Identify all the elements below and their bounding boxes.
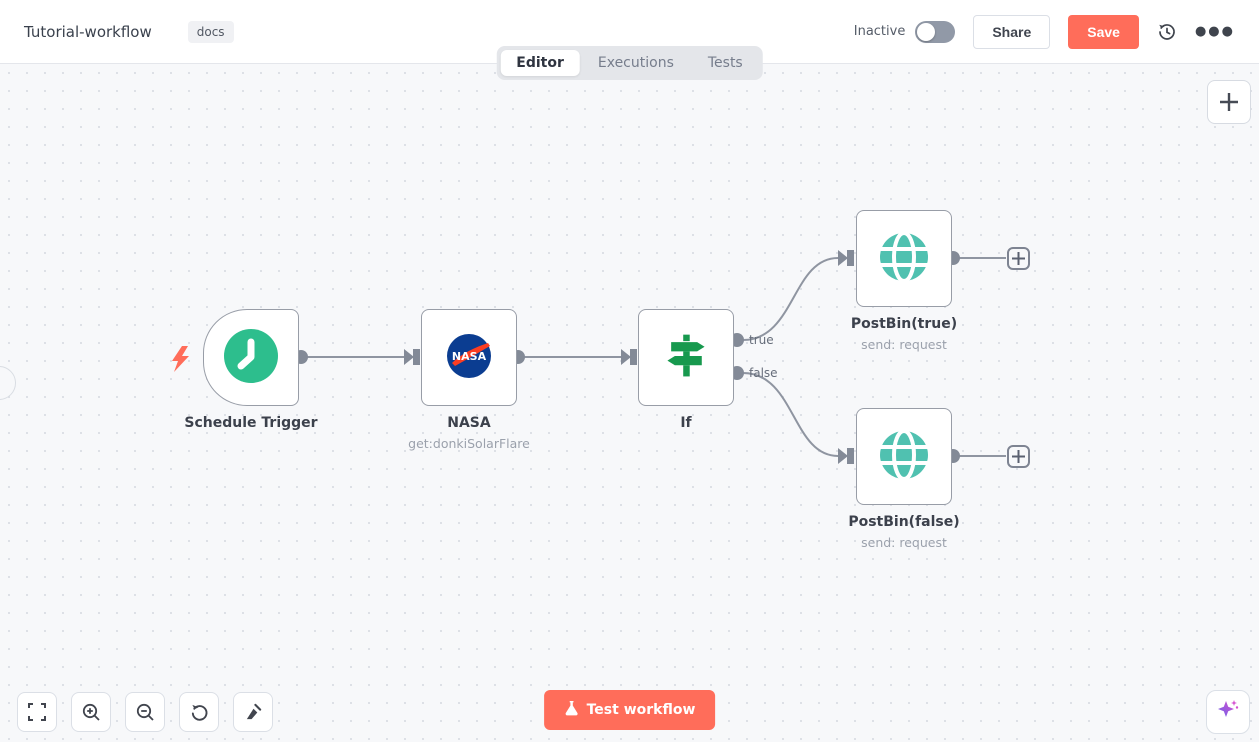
workflow-title[interactable]: Tutorial-workflow: [24, 22, 152, 41]
zoom-to-fit-button[interactable]: [17, 692, 57, 732]
node-postbin-false[interactable]: PostBin(false) send: request: [848, 408, 960, 550]
flask-icon: [564, 700, 579, 720]
schedule-clock-icon: [223, 328, 279, 388]
connection-lines: [172, 250, 1006, 464]
node-postbin-true[interactable]: PostBin(true) send: request: [851, 210, 957, 352]
active-toggle[interactable]: [915, 20, 956, 43]
svg-text:NASA: NASA: [452, 350, 487, 363]
node-subtitle: send: request: [861, 535, 947, 550]
workflow-status-label: Inactive: [853, 24, 906, 39]
canvas-controls: [17, 692, 273, 732]
nasa-logo-icon: NASA: [446, 333, 492, 383]
workflow-history-icon[interactable]: [1157, 22, 1177, 42]
tidy-up-button[interactable]: [233, 692, 273, 732]
zoom-in-button[interactable]: [71, 692, 111, 732]
toggle-knob: [917, 22, 936, 41]
trigger-bolt-icon: [172, 346, 189, 372]
left-panel-handle[interactable]: [0, 366, 16, 400]
more-options-menu-icon[interactable]: ●●●: [1194, 24, 1235, 39]
add-node-after-postbin-true-button[interactable]: [1007, 247, 1030, 270]
save-button[interactable]: Save: [1068, 14, 1139, 49]
if-output-true-label: true: [749, 333, 774, 347]
view-tabs: Editor Executions Tests: [496, 46, 763, 80]
node-schedule-trigger[interactable]: Schedule Trigger: [184, 309, 318, 431]
if-signpost-icon: [660, 330, 712, 386]
tab-editor[interactable]: Editor: [500, 50, 580, 76]
tab-executions[interactable]: Executions: [597, 55, 674, 71]
sparkle-icon: [1216, 698, 1240, 726]
workflow-tag-docs[interactable]: docs: [187, 20, 234, 43]
share-button[interactable]: Share: [973, 14, 1051, 49]
ai-assistant-button[interactable]: [1206, 690, 1250, 734]
node-nasa[interactable]: NASA NASA get:donkiSolarFlare: [408, 309, 530, 451]
add-node-button[interactable]: [1207, 80, 1251, 124]
node-label: PostBin(false): [848, 514, 960, 530]
node-if[interactable]: If: [638, 309, 734, 431]
globe-icon: [876, 427, 932, 487]
node-label: If: [680, 415, 692, 431]
add-node-after-postbin-false-button[interactable]: [1007, 445, 1030, 468]
reset-zoom-button[interactable]: [179, 692, 219, 732]
test-workflow-label: Test workflow: [586, 702, 696, 718]
test-workflow-button[interactable]: Test workflow: [543, 690, 716, 730]
top-bar: Tutorial-workflow docs Inactive Share Sa…: [0, 0, 1259, 64]
node-label: Schedule Trigger: [184, 415, 318, 431]
node-label: NASA: [447, 415, 491, 431]
if-output-false-label: false: [749, 366, 778, 380]
workflow-canvas[interactable]: Schedule Trigger NASA NASA get:donkiSola…: [0, 64, 1259, 742]
node-subtitle: send: request: [861, 337, 947, 352]
globe-icon: [876, 229, 932, 289]
node-subtitle: get:donkiSolarFlare: [408, 436, 530, 451]
tab-tests[interactable]: Tests: [707, 55, 743, 71]
node-label: PostBin(true): [850, 316, 958, 332]
zoom-out-button[interactable]: [125, 692, 165, 732]
